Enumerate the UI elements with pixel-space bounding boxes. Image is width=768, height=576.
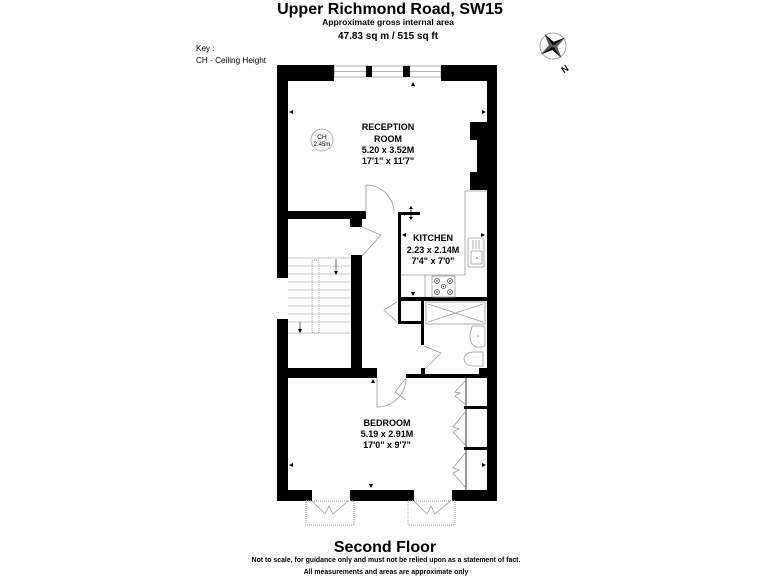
room-imperial-size: 17'1" x 11'7" [362, 156, 414, 166]
room-label-kitchen: KITCHEN 2.23 x 2.14M 7'4" x 7'0" [407, 233, 460, 266]
walls [277, 65, 497, 501]
ceiling-height-marker: CH 2.45m [310, 128, 334, 152]
room-label-bedroom: BEDROOM 5.19 x 2.91M 17'0" x 9'7" [361, 418, 414, 450]
disclaimer-line-2: All measurements and areas are approxima… [304, 569, 469, 576]
compass-north-label: N [559, 63, 570, 75]
room-metric-size: 5.20 x 3.52M [362, 145, 415, 155]
key-legend: Key : CH - Ceiling Height [196, 44, 267, 65]
floor-label: Second Floor [334, 539, 436, 556]
dimension-markers [289, 82, 486, 488]
room-metric-size: 5.19 x 2.91M [361, 429, 414, 439]
area-value: 47.83 sq m / 515 sq ft [338, 31, 439, 42]
bathroom-fixtures [425, 301, 486, 367]
area-subtitle: Approximate gross internal area [322, 17, 454, 27]
ceiling-height-value: 2.45m [314, 142, 331, 148]
disclaimer-line-1: Not to scale, for guidance only and must… [252, 557, 521, 564]
property-title: Upper Richmond Road, SW15 [277, 1, 503, 18]
room-label-reception: RECEPTION ROOM 5.20 x 3.52M 17'1" x 11'7… [362, 122, 415, 166]
room-name: RECEPTION [362, 122, 415, 132]
staircase [288, 257, 351, 334]
room-name: ROOM [374, 134, 402, 144]
room-name: BEDROOM [364, 418, 411, 428]
doors [361, 184, 467, 490]
compass-rose-icon: N [539, 32, 571, 75]
room-imperial-size: 7'4" x 7'0" [412, 256, 455, 266]
key-item-ceiling-height: CH - Ceiling Height [196, 56, 267, 65]
sink-icon [467, 237, 485, 268]
room-metric-size: 2.23 x 2.14M [407, 245, 460, 255]
kitchen-fixtures [401, 190, 487, 298]
reception-windows [333, 65, 442, 78]
room-imperial-size: 17'0" x 9'7" [363, 440, 411, 450]
key-title: Key : [196, 44, 215, 53]
room-name: KITCHEN [413, 233, 453, 243]
bay-windows [305, 500, 456, 526]
toilet-icon [463, 351, 484, 367]
ceiling-height-label: CH [317, 134, 327, 141]
